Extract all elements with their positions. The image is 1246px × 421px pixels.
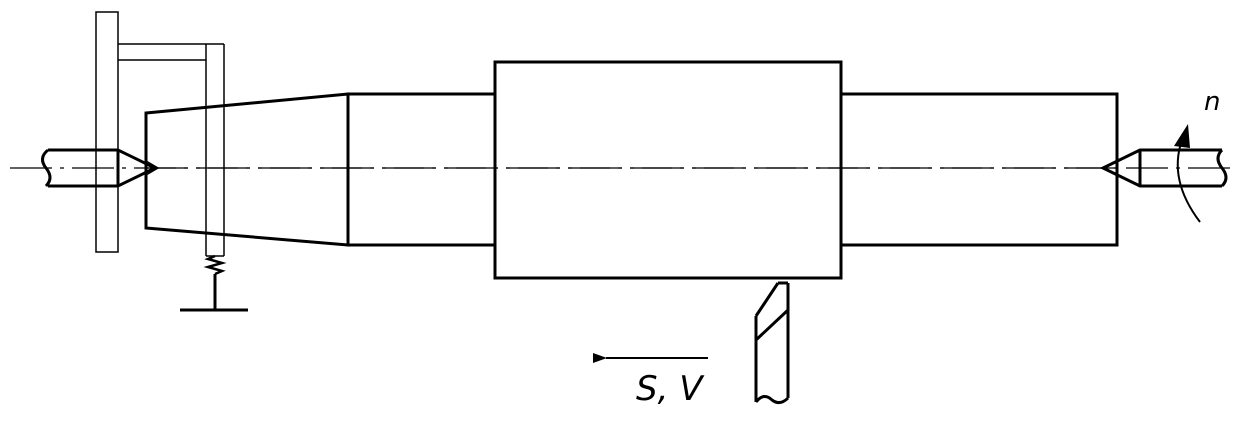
- tapered-section: [144, 92, 350, 247]
- feed-label: S, V: [636, 369, 705, 409]
- right-lathe-center: [1099, 148, 1228, 188]
- rotation-label: n: [1204, 87, 1220, 117]
- cutting-tool: [754, 281, 790, 405]
- indicator-frame: [95, 11, 225, 257]
- middle-cylinder: [493, 60, 843, 280]
- spring-indicator: [180, 254, 248, 312]
- left-cylinder: [346, 92, 497, 247]
- right-cylinder: [839, 92, 1119, 247]
- left-center-hole: [145, 160, 160, 176]
- rotation-arrow: [1174, 124, 1201, 223]
